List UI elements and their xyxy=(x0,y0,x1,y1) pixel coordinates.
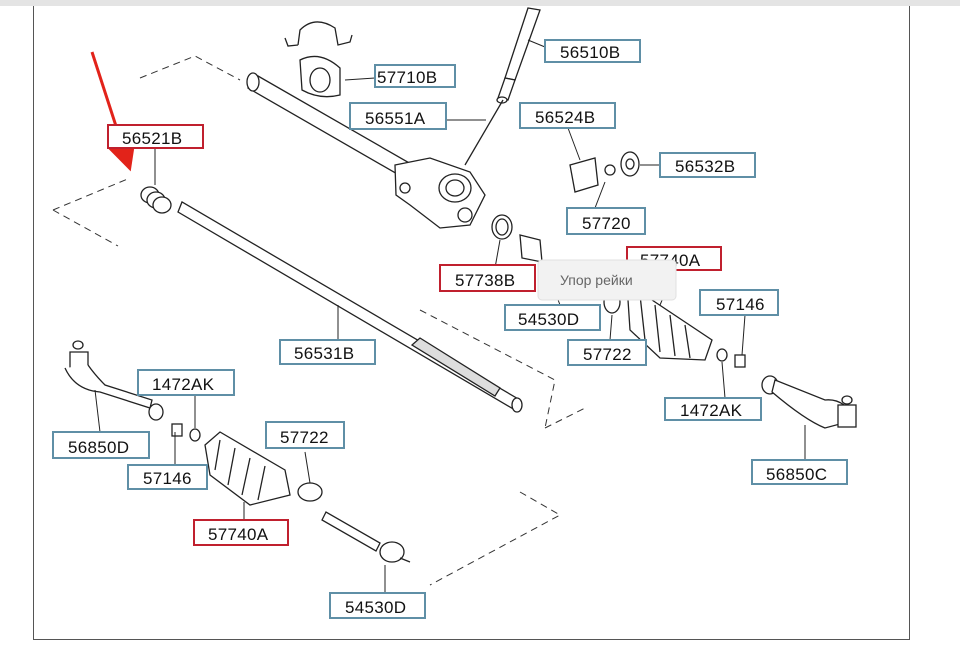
part-code: 56532B xyxy=(675,157,735,176)
part-code: 57722 xyxy=(280,428,329,447)
part-code: 1472AK xyxy=(152,375,215,394)
part-label-56521B[interactable]: 56521B xyxy=(107,124,204,149)
part-labels: 56510B 57710B 56551A 56524B 56532B 56521… xyxy=(52,39,848,619)
part-code: 56531B xyxy=(294,344,354,363)
part-code: 1472AK xyxy=(680,401,743,420)
part-code: 57722 xyxy=(583,345,632,364)
leader-lines xyxy=(94,39,806,593)
part-label-56510B[interactable]: 56510B xyxy=(544,39,641,63)
part-label-56850D[interactable]: 56850D xyxy=(52,431,150,459)
assembly-outline xyxy=(52,55,586,586)
rack-housing xyxy=(246,72,486,229)
tooltip-text: Упор рейки xyxy=(560,272,633,288)
part-label-56532B[interactable]: 56532B xyxy=(659,152,756,178)
part-label-56850C[interactable]: 56850C xyxy=(751,459,848,485)
part-code: 56850D xyxy=(68,438,129,457)
part-code: 56524B xyxy=(535,108,595,127)
rack-bar xyxy=(177,201,523,413)
part-label-1472AK-right[interactable]: 1472AK xyxy=(664,397,762,421)
right-small-parts xyxy=(491,151,640,263)
part-label-57722-left[interactable]: 57722 xyxy=(265,421,345,449)
part-label-56551A[interactable]: 56551A xyxy=(349,102,447,130)
part-code: 56510B xyxy=(560,43,620,62)
part-code: 57740A xyxy=(208,525,269,544)
part-label-57146-right[interactable]: 57146 xyxy=(699,289,779,316)
bellow-56521B xyxy=(140,186,172,214)
part-label-1472AK-left[interactable]: 1472AK xyxy=(137,369,235,396)
part-label-57740A-left[interactable]: 57740A xyxy=(193,519,289,546)
part-label-56524B[interactable]: 56524B xyxy=(519,102,616,129)
part-label-57720[interactable]: 57720 xyxy=(566,207,646,235)
part-code: 57720 xyxy=(582,214,631,233)
part-code: 54530D xyxy=(518,310,579,329)
part-code: 56551A xyxy=(365,109,426,128)
boot-left xyxy=(171,423,323,506)
part-label-57722-right[interactable]: 57722 xyxy=(567,339,647,366)
tooltip-box xyxy=(537,259,677,301)
part-label-57738B[interactable]: 57738B xyxy=(439,264,536,292)
part-label-57710B[interactable]: 57710B xyxy=(374,64,456,88)
inner-tierod-left xyxy=(321,511,411,563)
diagram-frame xyxy=(33,6,910,640)
part-code: 54530D xyxy=(345,598,406,617)
tierod-end-left xyxy=(64,340,164,421)
top-bar xyxy=(0,0,960,6)
part-label-57146-left[interactable]: 57146 xyxy=(127,464,208,490)
part-code: 56850C xyxy=(766,465,827,484)
part-label-54530D-right[interactable]: 54530D xyxy=(504,304,601,331)
part-label-54530D-left[interactable]: 54530D xyxy=(329,592,426,619)
part-code: 57710B xyxy=(377,68,437,87)
clamp-bracket xyxy=(284,21,353,98)
tooltip: Упор рейки xyxy=(537,259,677,301)
part-code: 57738B xyxy=(455,271,515,290)
part-code: 56521B xyxy=(122,129,182,148)
tierod-end-right xyxy=(761,375,857,429)
boot-right xyxy=(603,290,746,368)
part-label-56531B[interactable]: 56531B xyxy=(279,339,376,365)
part-code: 57146 xyxy=(143,469,192,488)
part-code: 57146 xyxy=(716,295,765,314)
pinion-shaft xyxy=(464,7,541,166)
